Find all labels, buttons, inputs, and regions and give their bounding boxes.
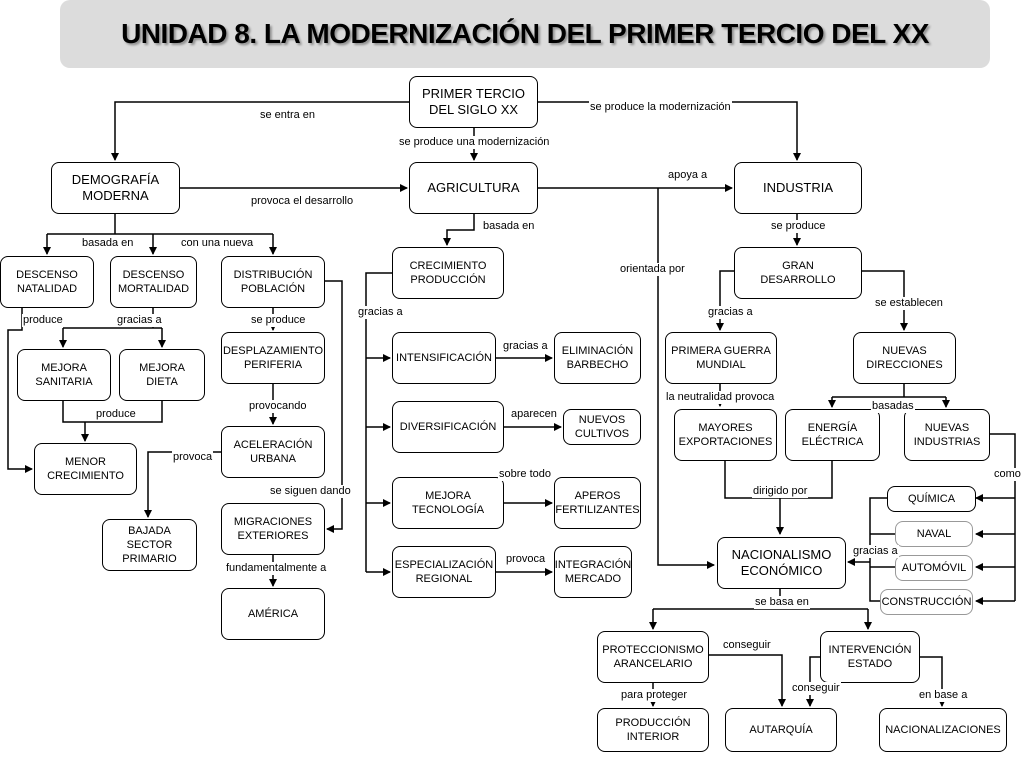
node-produccion-interior: PRODUCCIÓN INTERIOR <box>597 708 709 752</box>
label-provoca-aceleracion: provoca <box>172 451 214 464</box>
node-migraciones-exteriores: MIGRACIONES EXTERIORES <box>221 503 325 555</box>
node-mayores-exportaciones: MAYORES EXPORTACIONES <box>674 409 777 461</box>
label-se-produce-industria: se produce <box>770 220 827 233</box>
node-crecimiento-produccion: CRECIMIENTO PRODUCCIÓN <box>392 247 504 299</box>
label-se-siguen-dando: se siguen dando <box>269 485 352 498</box>
node-demografia-moderna: DEMOGRAFÍA MODERNA <box>51 162 180 214</box>
label-fundamentalmente-a: fundamentalmente a <box>225 562 328 575</box>
node-primera-guerra-mundial: PRIMERA GUERRA MUNDIAL <box>665 332 777 384</box>
node-nuevas-industrias: NUEVAS INDUSTRIAS <box>904 409 990 461</box>
title-banner: UNIDAD 8. LA MODERNIZACIÓN DEL PRIMER TE… <box>60 0 990 68</box>
label-gracias-a-gran-desarrollo: gracias a <box>707 306 754 319</box>
node-intensificacion: INTENSIFICACIÓN <box>392 332 496 384</box>
node-gran-desarrollo: GRAN DESARROLLO <box>734 247 862 299</box>
node-distribucion-poblacion: DISTRIBUCIÓN POBLACIÓN <box>221 256 325 308</box>
node-energia-electrica: ENERGÍA ELÉCTRICA <box>785 409 880 461</box>
label-apoya-a: apoya a <box>667 169 709 182</box>
node-intervencion-estado: INTERVENCIÓN ESTADO <box>820 631 920 683</box>
label-se-basa-en: se basa en <box>754 596 810 609</box>
label-con-una-nueva: con una nueva <box>180 237 255 250</box>
node-nacionalizaciones: NACIONALIZACIONES <box>879 708 1007 752</box>
node-desplazamiento-periferia: DESPLAZAMIENTO PERIFERIA <box>221 332 325 384</box>
page-title: UNIDAD 8. LA MODERNIZACIÓN DEL PRIMER TE… <box>121 18 929 49</box>
node-agricultura: AGRICULTURA <box>409 162 538 214</box>
label-provocando: provocando <box>248 400 308 413</box>
label-basadas: basadas <box>871 400 915 413</box>
label-basada-en-agricultura: basada en <box>482 220 536 233</box>
label-produce-natalidad: produce <box>22 314 64 327</box>
label-basada-en-demografia: basada en <box>81 237 135 250</box>
node-nacionalismo-economico: NACIONALISMO ECONÓMICO <box>717 537 846 589</box>
label-aparecen: aparecen <box>510 408 558 421</box>
label-produce-mejoras: produce <box>95 408 137 421</box>
label-provoca-especializacion: provoca <box>505 553 547 566</box>
label-conseguir-proteccionismo: conseguir <box>722 639 772 652</box>
label-gracias-a-industrias: gracias a <box>852 545 899 558</box>
label-conseguir-intervencion: conseguir <box>791 682 841 695</box>
node-primer-tercio: PRIMER TERCIO DEL SIGLO XX <box>409 76 538 128</box>
node-aperos-fertilizantes: APEROS FERTILIZANTES <box>554 477 641 529</box>
node-nuevas-direcciones: NUEVAS DIRECCIONES <box>853 332 956 384</box>
node-aceleracion-urbana: ACELERACIÓN URBANA <box>221 426 325 478</box>
node-bajada-sector-primario: BAJADA SECTOR PRIMARIO <box>102 519 197 571</box>
node-proteccionismo-arancelario: PROTECCIONISMO ARANCELARIO <box>597 631 709 683</box>
label-se-produce-la-modernizacion: se produce la modernización <box>589 101 732 114</box>
node-autarquia: AUTARQUÍA <box>725 708 837 752</box>
label-orientada-por: orientada por <box>619 263 686 276</box>
label-se-entra-en: se entra en <box>259 109 317 122</box>
label-se-produce-distribucion: se produce <box>250 314 307 327</box>
node-menor-crecimiento: MENOR CRECIMIENTO <box>34 443 137 495</box>
label-sobre-todo: sobre todo <box>498 468 552 481</box>
node-nuevos-cultivos: NUEVOS CULTIVOS <box>563 409 641 445</box>
label-se-establecen: se establecen <box>874 297 944 310</box>
line-orientada-nacionalismo <box>657 188 715 569</box>
node-america: AMÉRICA <box>221 588 325 640</box>
node-automovil: AUTOMÓVIL <box>895 555 973 581</box>
node-quimica: QUÍMICA <box>887 486 976 512</box>
node-eliminacion-barbecho: ELIMINACIÓN BARBECHO <box>554 332 641 384</box>
node-construccion: CONSTRUCCIÓN <box>880 589 973 615</box>
label-provoca-el-desarrollo: provoca el desarrollo <box>250 195 355 208</box>
node-integracion-mercado: INTEGRACIÓN MERCADO <box>554 546 632 598</box>
node-mejora-dieta: MEJORA DIETA <box>119 349 205 401</box>
node-industria: INDUSTRIA <box>734 162 862 214</box>
label-como: como <box>993 468 1022 481</box>
node-mejora-tecnologia: MEJORA TECNOLOGÍA <box>392 477 504 529</box>
node-naval: NAVAL <box>895 521 973 547</box>
label-la-neutralidad-provoca: la neutralidad provoca <box>665 391 776 404</box>
label-dirigido-por: dirigido por <box>752 485 809 498</box>
label-gracias-a-crecimiento: gracias a <box>357 306 404 319</box>
label-se-produce-una-modernizacion: se produce una modernización <box>398 136 551 149</box>
label-gracias-a-mortalidad: gracias a <box>116 314 163 327</box>
node-especializacion-regional: ESPECIALIZACIÓN REGIONAL <box>392 546 496 598</box>
node-descenso-natalidad: DESCENSO NATALIDAD <box>0 256 94 308</box>
node-descenso-mortalidad: DESCENSO MORTALIDAD <box>110 256 197 308</box>
node-mejora-sanitaria: MEJORA SANITARIA <box>17 349 111 401</box>
label-en-base-a: en base a <box>918 689 969 702</box>
label-gracias-a-intensificacion: gracias a <box>502 340 549 353</box>
line-primer-demografia <box>111 101 410 161</box>
node-diversificacion: DIVERSIFICACIÓN <box>392 401 504 453</box>
label-para-proteger: para proteger <box>620 689 689 702</box>
